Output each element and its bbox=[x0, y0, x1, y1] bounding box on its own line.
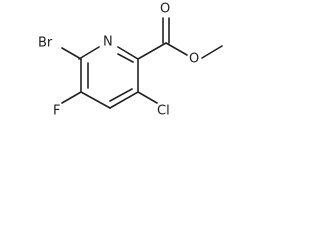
bond-n1-c2-inner bbox=[117, 53, 134, 63]
atom-label-carbonyl-o: O bbox=[160, 2, 170, 17]
bond-c3-c4-inner bbox=[109, 88, 133, 102]
bond-c6-n1 bbox=[78, 46, 100, 60]
bond-ester-o-methyl bbox=[201, 45, 223, 59]
chemical-structure: Br N F Cl O O bbox=[38, 2, 223, 119]
atom-label-f: F bbox=[53, 104, 60, 119]
bond-carbonyl-ester-o bbox=[165, 42, 188, 56]
bond-c3-c4 bbox=[109, 91, 139, 109]
atom-label-ester-o: O bbox=[189, 52, 199, 67]
atom-label-cl: Cl bbox=[157, 104, 170, 119]
bond-n1-c2 bbox=[117, 46, 139, 60]
bond-c3-cl bbox=[137, 91, 158, 104]
bond-c5-f bbox=[61, 91, 82, 104]
bond-c2-carbonyl bbox=[137, 42, 167, 60]
atom-label-br: Br bbox=[38, 36, 53, 51]
bond-c6-br bbox=[61, 47, 82, 60]
bond-c4-c5 bbox=[80, 91, 111, 109]
atom-label-n: N bbox=[103, 35, 113, 50]
